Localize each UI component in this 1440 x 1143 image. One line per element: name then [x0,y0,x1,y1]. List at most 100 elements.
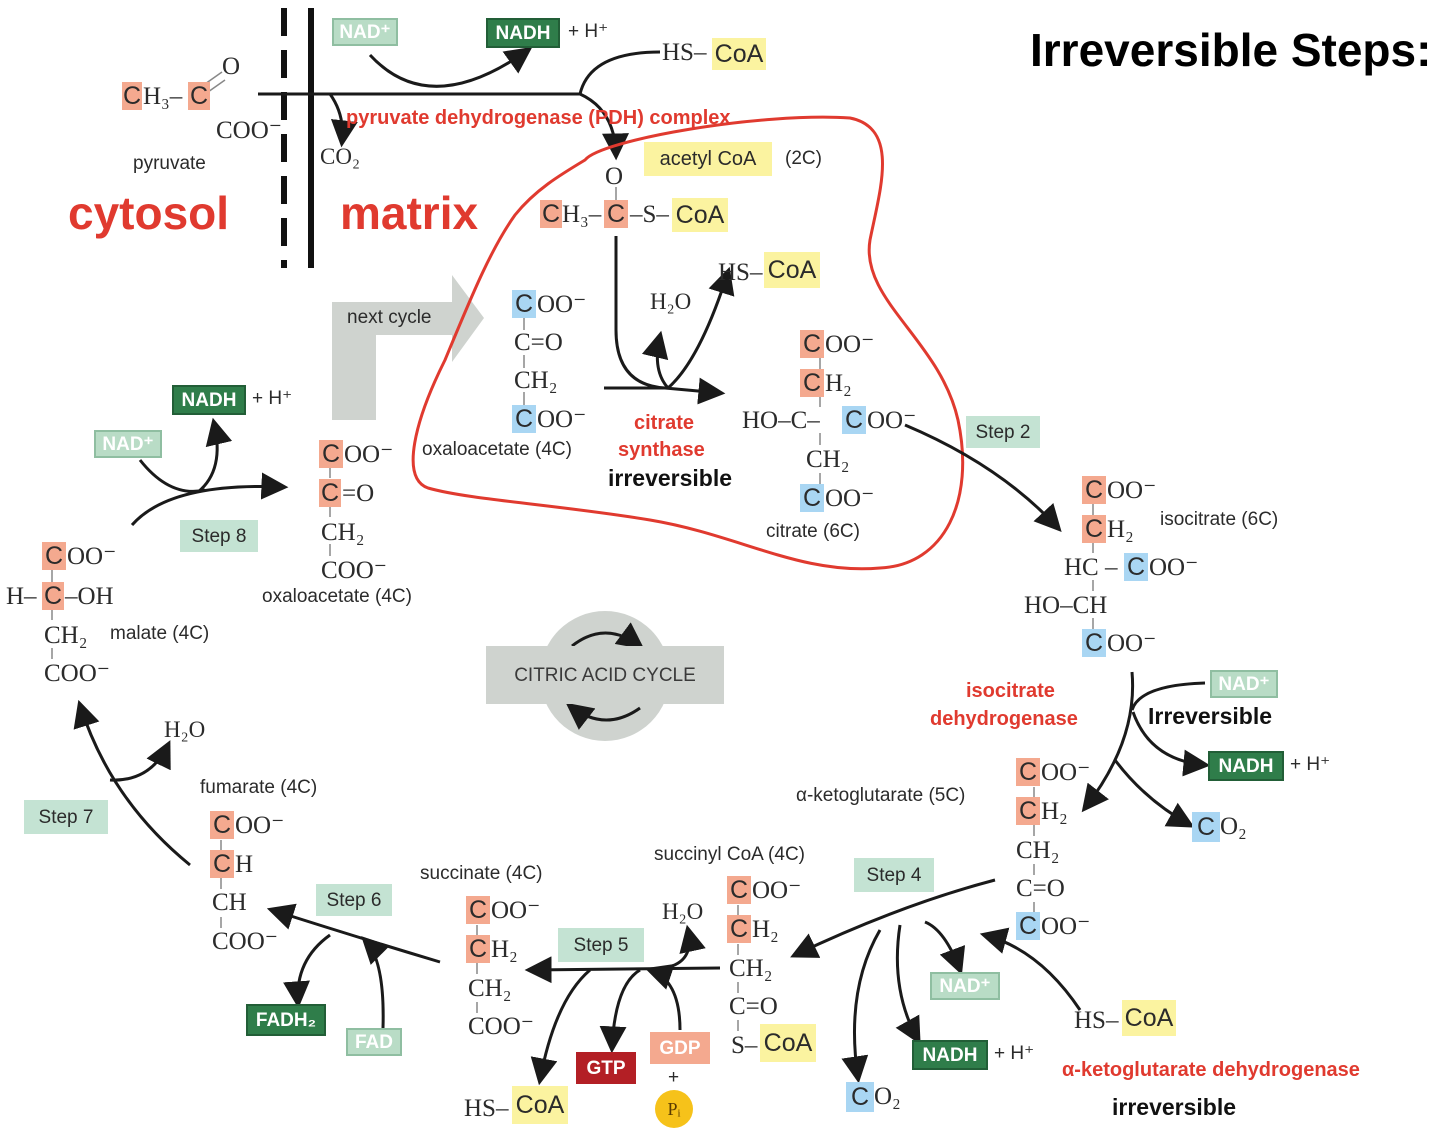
step6-fadh2-box: FADH₂ [246,1004,326,1036]
pdh-co2: CO₂ [320,144,360,169]
akg-co: C=O [1016,875,1065,902]
cs-hs: HS– [718,259,763,286]
cs-h2o: H₂O [650,289,692,314]
idh-h-plus: + H⁺ [1290,754,1331,775]
cs-enzyme-line1: citrate [634,412,695,434]
fumarate-ch1-highlight: C [210,850,234,878]
step-8-box: Step 8 [180,520,258,552]
citrate-coo-side: OO⁻ [867,407,917,434]
oaa-top-name: oxaloacetate (4C) [422,439,572,460]
fumarate-coo2: COO⁻ [212,928,278,955]
step-7-box: Step 7 [24,800,108,834]
irreversible-highlight-loop [411,115,965,571]
pdh-hscoa-prefix: HS– [662,39,707,66]
pyruvate-h3: H₃– [143,83,183,110]
akgdh-co2: O₂ [874,1083,901,1110]
succinyl-coa-box: CoA [760,1024,816,1062]
idh-nad-box: NAD⁺ [1210,670,1278,698]
idh-nadh-box: NADH [1208,751,1284,781]
succinate-c1-highlight: C [466,896,490,924]
step8-h-plus: + H⁺ [252,388,293,409]
acetyl-h3: H₃– [562,201,602,228]
acetyl-c-box: C [604,200,628,228]
isocitrate-ch2: H₂ [1107,516,1134,543]
citrate-side-c-highlight: C [842,406,866,434]
pdh-enzyme-label: pyruvate dehydrogenase (PDH) complex [346,107,731,129]
pyruvate-c-box: C [188,81,210,110]
akg-c1-highlight: C [1016,758,1040,786]
isocitrate-side-c-highlight: C [1124,553,1148,581]
succinate-coo1: OO⁻ [491,897,541,924]
step5-pi-circle: Pᵢ [655,1090,693,1128]
oaa-top-coo1: OO⁻ [537,291,587,318]
step7-h2o: H₂O [164,717,206,742]
oaa-bottom-coo2: COO⁻ [321,557,387,584]
cs-irreversible: irreversible [608,465,733,491]
acetyl-ch3-highlight: C [540,199,562,228]
step-5-box: Step 5 [558,928,644,962]
succinate-coo2: COO⁻ [468,1013,534,1040]
citric-acid-cycle-badge: CITRIC ACID CYCLE [486,646,724,704]
step8-nad-box: NAD⁺ [94,430,162,458]
akg-ch2a-highlight: C [1016,797,1040,825]
malate-c-box: C [42,581,64,610]
page-title: Irreversible Steps: [1030,24,1432,76]
pyruvate-coo: COO⁻ [216,117,282,144]
pyruvate-ch3-c-highlight: C [122,81,142,110]
succinate-name: succinate (4C) [420,863,543,884]
citrate-coo1: OO⁻ [825,331,875,358]
step8-nadh-box: NADH [172,385,246,415]
idh-irreversible: Irreversible [1148,703,1273,729]
fumarate-name: fumarate (4C) [200,777,318,798]
pdh-h-plus: + H⁺ [568,21,609,42]
succinyl-ch2a: H₂ [752,916,779,943]
akg-ch2a: H₂ [1041,798,1068,825]
akgdh-nad-box: NAD⁺ [930,972,1000,1000]
step5-coa-box: CoA [512,1086,568,1124]
akg-name: α-ketoglutarate (5C) [796,785,966,806]
oaa-top-ch2: CH₂ [514,367,558,394]
citrate-coo2: OO⁻ [825,485,875,512]
isocitrate-hc: HC – [1064,554,1118,581]
oaa-top-c2-highlight: C [512,405,536,433]
cytosol-label: cytosol [68,187,230,239]
acetyl-coa-box: CoA [672,198,728,232]
akgdh-irreversible: irreversible [1112,1094,1237,1120]
isocitrate-coo1: OO⁻ [1107,477,1157,504]
step5-h2o: H₂O [662,899,704,924]
pyruvate-name: pyruvate [133,153,206,174]
malate-h: H– [6,583,37,610]
acetyl-coa-o: O [605,163,624,190]
akg-c2-highlight: C [1016,912,1040,940]
idh-enzyme-line1: isocitrate [966,680,1055,702]
isocitrate-coo2: OO⁻ [1107,630,1157,657]
succinyl-coo: OO⁻ [752,877,802,904]
next-cycle-label: next cycle [347,307,432,328]
akgdh-hs: HS– [1074,1007,1119,1034]
citrate-c1-highlight: C [800,330,824,358]
succinyl-ch2b: CH₂ [729,955,773,982]
oaa-bottom-name: oxaloacetate (4C) [262,586,412,607]
isocitrate-ch2-highlight: C [1082,515,1106,543]
pdh-coa-box: CoA [712,38,766,70]
step6-fad-box: FAD [346,1028,402,1056]
step-2-box: Step 2 [966,416,1040,448]
malate-name: malate (4C) [110,623,210,644]
citrate-ch2b: CH₂ [806,446,850,473]
oaa-top-co: C=O [514,329,563,356]
succinate-ch2a-highlight: C [466,935,490,963]
succinyl-coa-name: succinyl CoA (4C) [654,844,805,865]
citrate-ch2a-highlight: C [800,369,824,397]
acetyl-coa-label-box: acetyl CoA [644,142,772,176]
succinyl-ch2a-highlight: C [727,915,751,943]
akgdh-h-plus: + H⁺ [994,1043,1035,1064]
akg-coo2: OO⁻ [1041,913,1091,940]
idh-co2: O₂ [1220,813,1247,840]
fumarate-c1-highlight: C [210,811,234,839]
isocitrate-hoch: HO–CH [1024,592,1108,619]
matrix-label: matrix [340,187,479,239]
oaa-bottom-coo1: OO⁻ [344,441,394,468]
step5-hs: HS– [464,1095,509,1122]
acetyl-coa-carbons: (2C) [785,148,822,169]
